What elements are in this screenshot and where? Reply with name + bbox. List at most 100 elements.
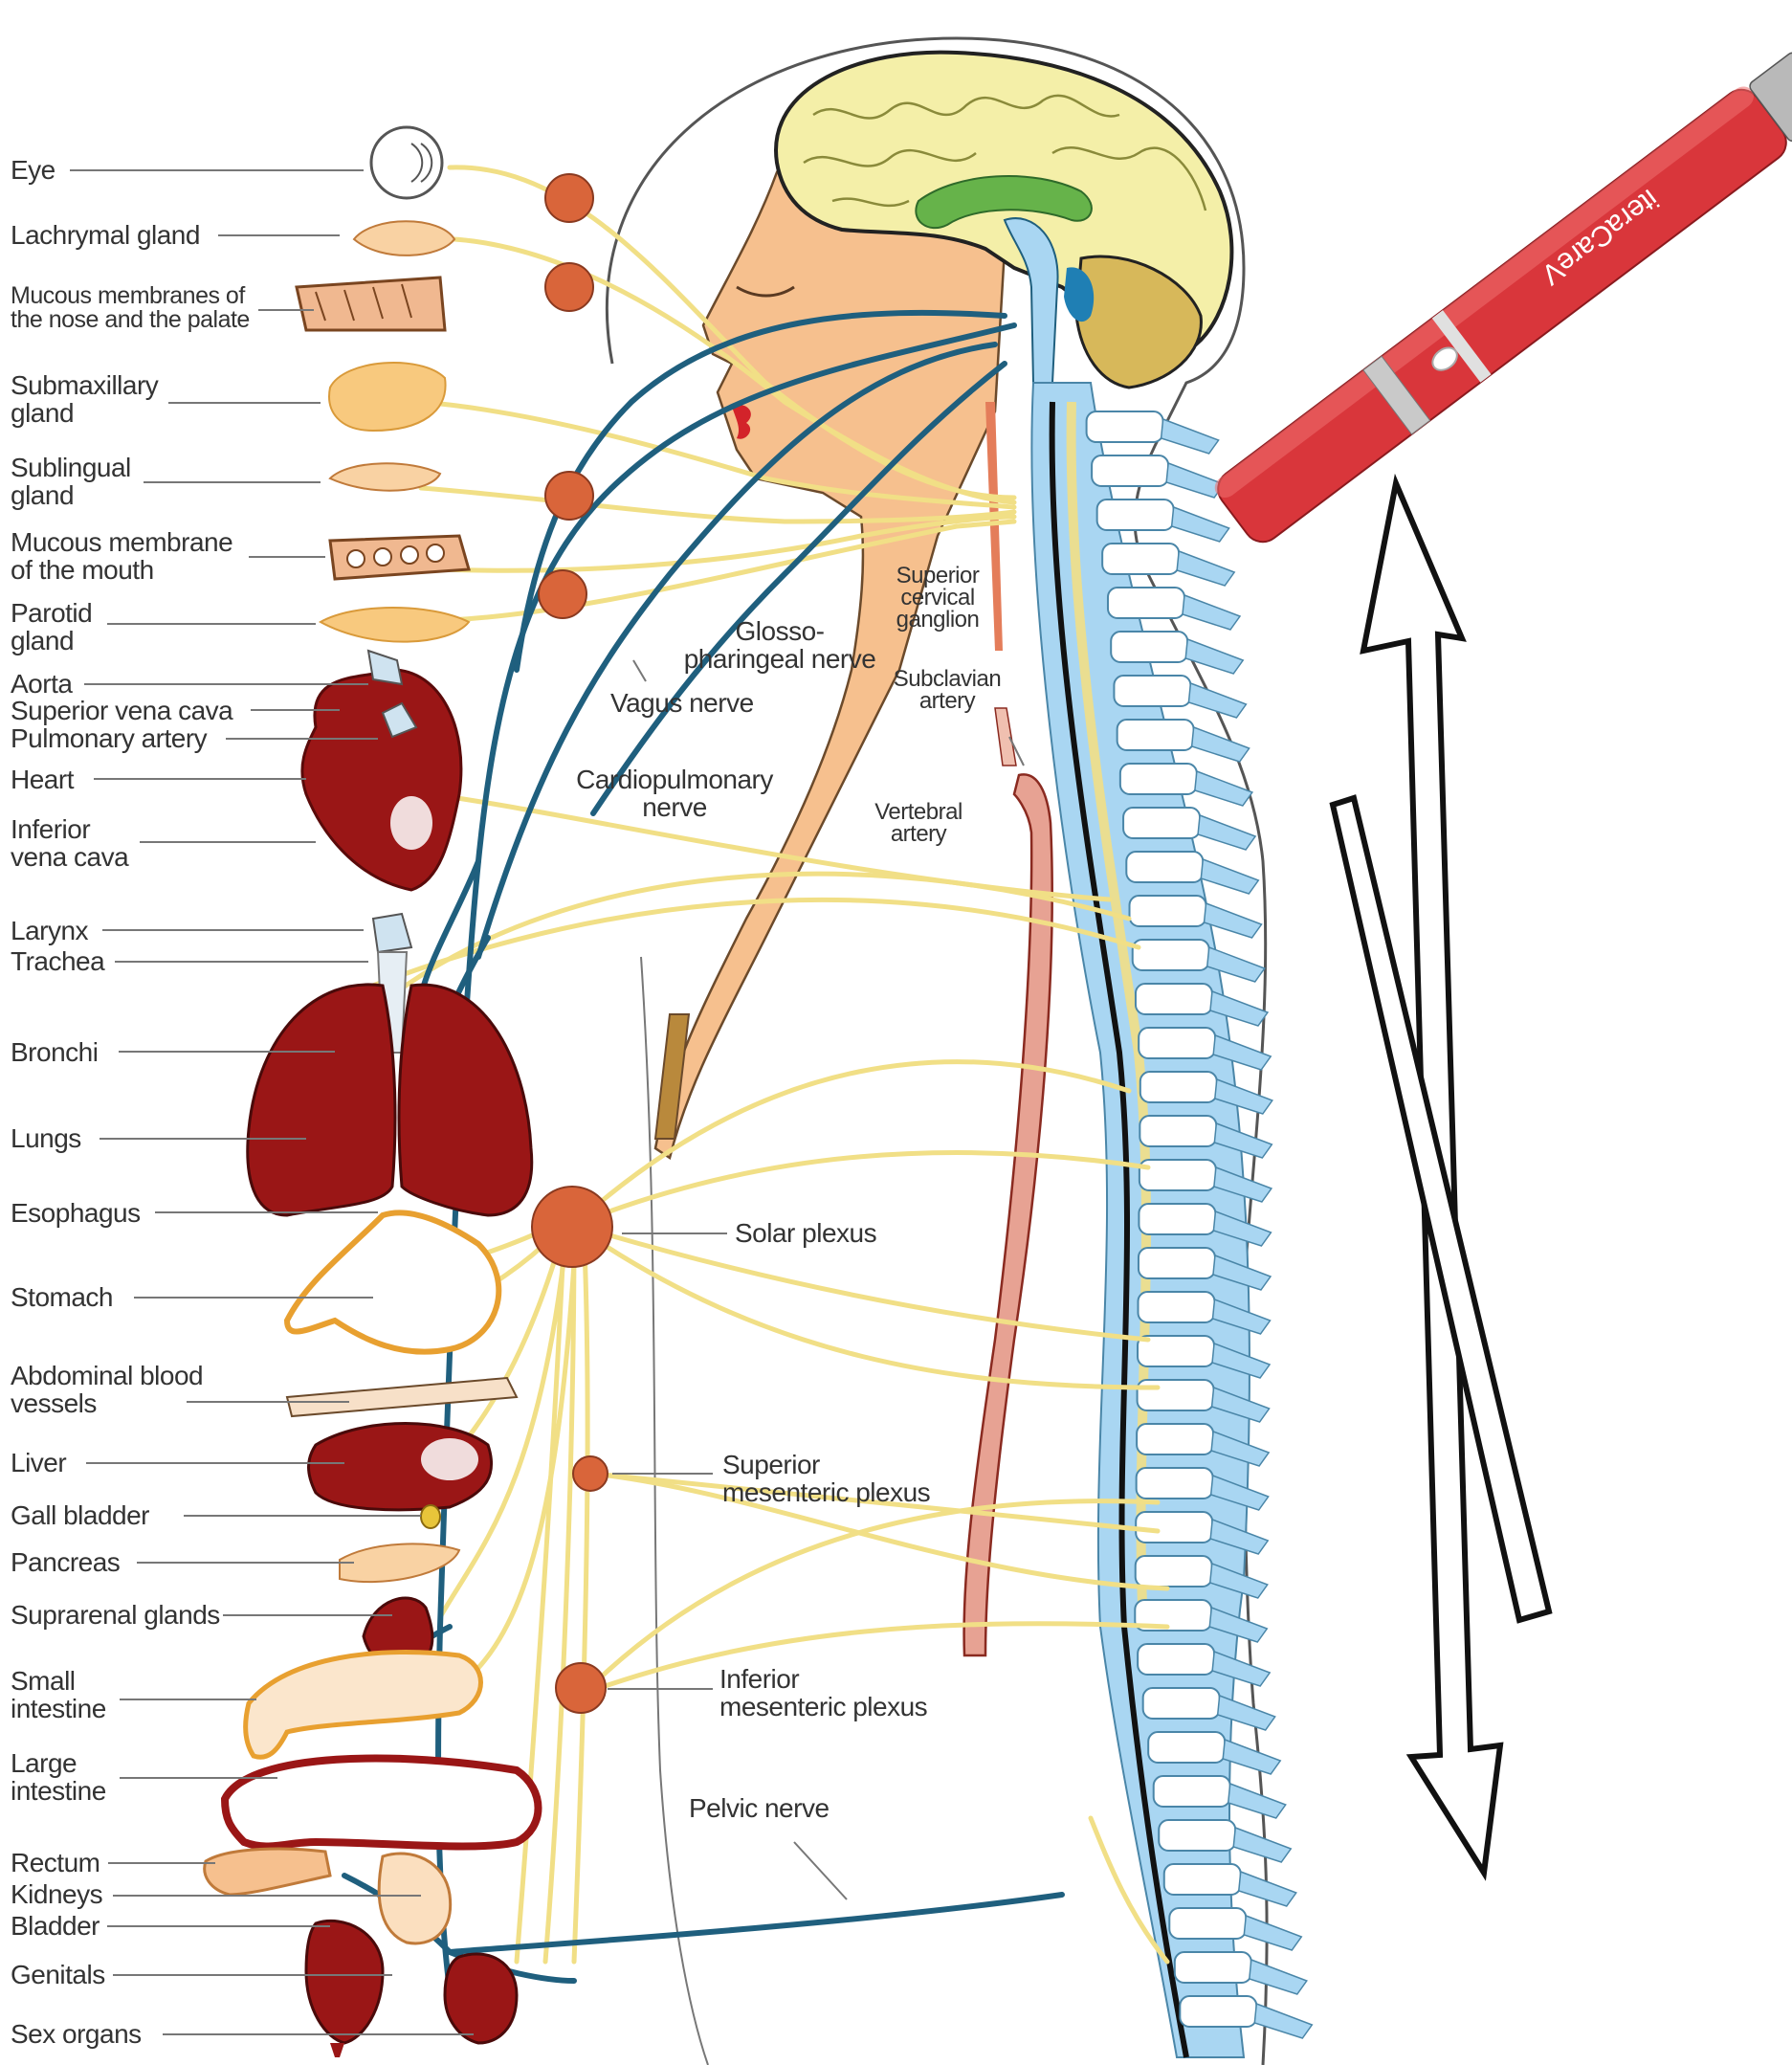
vertebra bbox=[1139, 1292, 1215, 1322]
vertebra bbox=[1126, 852, 1203, 882]
spinous-process bbox=[1185, 639, 1243, 674]
label-small-intestine: Small intestine bbox=[11, 1667, 106, 1722]
organs bbox=[205, 127, 539, 2057]
label-lungs: Lungs bbox=[11, 1124, 81, 1152]
label-bronchi: Bronchi bbox=[11, 1038, 98, 1066]
spinous-process bbox=[1198, 815, 1255, 850]
vertebra bbox=[1097, 500, 1174, 530]
label-liver: Liver bbox=[11, 1449, 66, 1477]
sex-organ bbox=[445, 1954, 517, 2043]
label-large-intestine: Large intestine bbox=[11, 1749, 106, 1805]
vertebra bbox=[1123, 808, 1200, 838]
spinous-process bbox=[1172, 507, 1229, 542]
label-genitals: Genitals bbox=[11, 1961, 105, 1988]
label-mucous-nose-palate: Mucous membranes of the nose and the pal… bbox=[11, 284, 250, 332]
vertebra bbox=[1154, 1776, 1230, 1807]
vertebra bbox=[1139, 1160, 1216, 1190]
vertebra bbox=[1136, 1556, 1212, 1587]
stomach-organ bbox=[287, 1212, 498, 1351]
heart-organ bbox=[302, 670, 461, 890]
label-stomach: Stomach bbox=[11, 1283, 113, 1311]
bladder-organ bbox=[306, 1921, 383, 2043]
vertebra bbox=[1138, 1380, 1214, 1410]
label-sex-organs: Sex organs bbox=[11, 2020, 142, 2048]
vertebra bbox=[1139, 1204, 1215, 1234]
label-esophagus: Esophagus bbox=[11, 1199, 141, 1227]
vertebral-artery bbox=[964, 774, 1052, 1655]
label-subclavian-artery: Subclavian artery bbox=[885, 668, 1009, 712]
spinous-process bbox=[1201, 859, 1258, 894]
label-glosso-pharingeal-nerve: Glosso- pharingeal nerve bbox=[670, 617, 890, 673]
spinous-process bbox=[1228, 1784, 1286, 1818]
vertebra bbox=[1136, 984, 1212, 1014]
vertebra bbox=[1143, 1688, 1220, 1719]
vertebra bbox=[1139, 1248, 1215, 1278]
vertebra bbox=[1130, 896, 1206, 926]
vertebra bbox=[1148, 1732, 1225, 1763]
vertebra bbox=[1164, 1864, 1241, 1895]
vertebra bbox=[1137, 1468, 1213, 1499]
vertebra bbox=[1140, 1072, 1217, 1102]
vertebra bbox=[1111, 632, 1187, 662]
larynx-organ bbox=[373, 914, 411, 952]
spinous-process bbox=[1183, 595, 1240, 630]
vertebra bbox=[1159, 1820, 1235, 1851]
label-pelvic-nerve: Pelvic nerve bbox=[689, 1794, 830, 1822]
spinous-process bbox=[1233, 1828, 1291, 1862]
vertebra bbox=[1180, 1996, 1256, 2027]
vertebra bbox=[1108, 588, 1184, 618]
vertebra bbox=[1139, 1116, 1216, 1146]
label-inferior-mesenteric-plexus: Inferior mesenteric plexus bbox=[719, 1665, 927, 1721]
label-superior-cervical-ganglion: Superior cervical ganglion bbox=[885, 565, 990, 631]
parotid-organ bbox=[321, 608, 469, 642]
abdominal-vessel-organ bbox=[287, 1378, 517, 1416]
label-heart: Heart bbox=[11, 766, 74, 793]
label-vagus-nerve: Vagus nerve bbox=[610, 689, 754, 717]
spinous-process bbox=[1223, 1740, 1280, 1774]
label-superior-vena-cava: Superior vena cava bbox=[11, 697, 232, 724]
label-abdominal-blood-vessels: Abdominal blood vessels bbox=[11, 1362, 203, 1417]
label-pulmonary-artery: Pulmonary artery bbox=[11, 724, 207, 752]
label-pancreas: Pancreas bbox=[11, 1548, 120, 1576]
vertebra bbox=[1175, 1952, 1251, 1983]
rectum-organ bbox=[205, 1849, 330, 1895]
vertebra bbox=[1120, 764, 1197, 794]
vertebra bbox=[1102, 544, 1179, 574]
vertebra bbox=[1117, 720, 1194, 750]
vertebra bbox=[1133, 940, 1209, 970]
label-rectum: Rectum bbox=[11, 1849, 100, 1876]
large-intestine-organ bbox=[225, 1759, 539, 1847]
vertebra bbox=[1137, 1424, 1213, 1454]
label-mucous-mouth: Mucous membrane of the mouth bbox=[11, 528, 232, 584]
gallbladder-organ bbox=[421, 1505, 440, 1528]
spinous-process bbox=[1177, 551, 1234, 586]
vertebra bbox=[1139, 1028, 1215, 1058]
handheld-device bbox=[1210, 0, 1792, 549]
label-eye: Eye bbox=[11, 156, 55, 184]
label-bladder: Bladder bbox=[11, 1912, 100, 1940]
label-gall-bladder: Gall bladder bbox=[11, 1501, 149, 1529]
submaxillary-organ bbox=[329, 363, 445, 431]
spinous-process bbox=[1192, 727, 1250, 762]
label-trachea: Trachea bbox=[11, 947, 104, 975]
spinous-process bbox=[1250, 1960, 1307, 1994]
left-lung-organ bbox=[248, 985, 395, 1215]
label-aorta: Aorta bbox=[11, 670, 72, 698]
label-suprarenal-glands: Suprarenal glands bbox=[11, 1601, 220, 1629]
label-larynx: Larynx bbox=[11, 917, 88, 944]
label-sublingual-gland: Sublingual gland bbox=[11, 454, 131, 509]
label-parotid-gland: Parotid gland bbox=[11, 599, 92, 655]
vertebra bbox=[1087, 411, 1163, 442]
label-kidneys: Kidneys bbox=[11, 1880, 102, 1908]
label-superior-mesenteric-plexus: Superior mesenteric plexus bbox=[722, 1451, 930, 1506]
label-inferior-vena-cava: Inferior vena cava bbox=[11, 815, 128, 871]
vertebra bbox=[1136, 1512, 1212, 1543]
label-cardiopulmonary-nerve: Cardiopulmonary nerve bbox=[564, 766, 785, 821]
label-vertebral-artery: Vertebral artery bbox=[866, 801, 971, 845]
label-submaxillary-gland: Submaxillary gland bbox=[11, 371, 158, 427]
spinous-process bbox=[1161, 419, 1219, 454]
vertebra bbox=[1092, 455, 1168, 486]
subclavian-artery-stub bbox=[995, 708, 1016, 766]
lachrymal-organ bbox=[354, 221, 454, 255]
